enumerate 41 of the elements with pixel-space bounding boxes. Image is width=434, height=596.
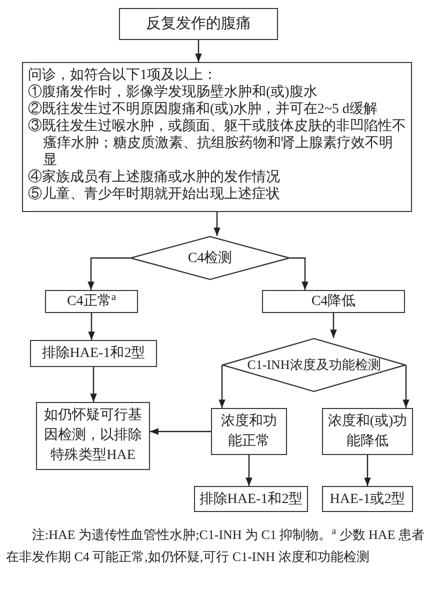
process-box (30, 340, 157, 367)
process-box (119, 8, 278, 40)
arrow (90, 367, 97, 402)
process-box (22, 62, 412, 212)
list-item: ④家族成员有上述腹痛或水肿的发作情况 (28, 169, 281, 186)
node-label: C4正常$^{a}$ (66, 291, 116, 311)
node-label: 反复发作的腹痛 (146, 14, 251, 34)
node-label: HAE-1或2型 (330, 490, 406, 508)
arrow (246, 455, 252, 486)
process-box (322, 486, 413, 512)
list-item: ①腹痛发作时，影像学发现肠壁水肿和(或)腹水 (28, 84, 318, 101)
node-label: 浓度和功能正常 (220, 412, 278, 450)
arrow (150, 428, 211, 435)
arrow (364, 455, 371, 486)
process-box (36, 402, 150, 470)
node-label: C4降低 (311, 292, 356, 311)
arrow (290, 257, 308, 290)
arrow (330, 313, 337, 338)
node-label: C4检测 (188, 250, 232, 268)
decision-diamond (130, 236, 290, 280)
arrow (402, 365, 410, 408)
process-box (262, 290, 405, 313)
heading-text: 问诊，如符合以下1项及以上： (28, 67, 218, 84)
node-label: 排除HAE-1和2型 (42, 344, 146, 363)
node-label: C1-INH浓度及功能检测 (247, 356, 381, 374)
caption-note: 注:HAE 为遗传性血管性水肿;C1-INH 为 C1 抑制物。$^{a}$ 少数 HAE 患者在非发作期 C4 可能正常,如仍怀疑,可行 C1-INH 浓度和功能检测 (6, 525, 426, 566)
list-item: ⑤儿童、青少年时期就开始出现上述症状 (28, 186, 281, 203)
arrow (88, 313, 95, 340)
arrow (218, 365, 226, 408)
node-label: 浓度和(或)功能降低 (327, 412, 408, 450)
arrow (88, 257, 130, 290)
process-box (45, 290, 138, 313)
arrow (195, 40, 202, 62)
list-item: ②既往发生过不明原因腹痛和(或)水肿，并可在2~5 d缓解 (28, 101, 378, 118)
decision-diamond (222, 338, 406, 392)
list-item: ③既往发生过喉水肿，或颜面、躯干或肢体皮肤的非凹陷性不瘙痒水肿；糖皮质激素、抗组胺药物和肾上腺素疗效不明显 (28, 118, 406, 169)
node-label: 如仍怀疑可行基因检测，以排除特殊类型HAE (43, 406, 143, 465)
arrow (214, 212, 220, 236)
node-label: 排除HAE-1和2型 (199, 490, 303, 508)
process-box (194, 486, 308, 512)
process-box (211, 408, 287, 455)
